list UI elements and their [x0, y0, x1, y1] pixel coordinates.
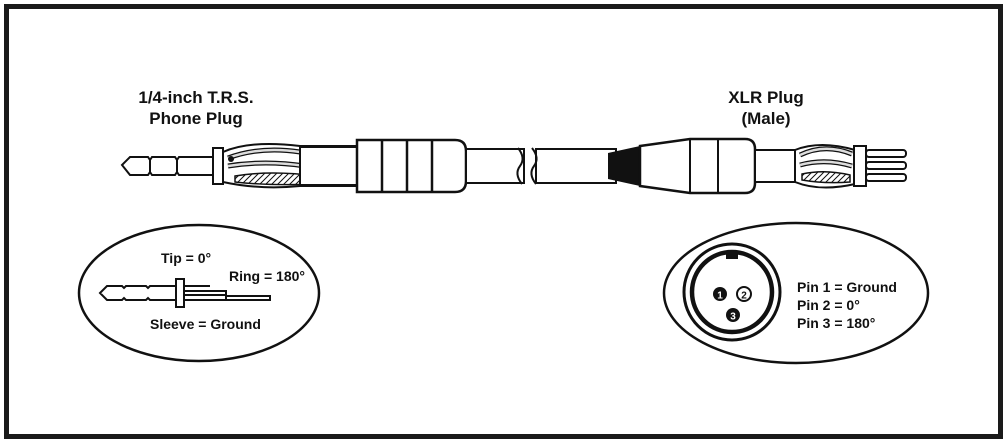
xlr-plug-wires: [794, 144, 856, 189]
xlr-pin-3-number: 3: [730, 312, 736, 323]
trs-tip-label: Tip = 0°: [161, 250, 211, 266]
cable-segment-left: [299, 146, 366, 186]
trs-detail-plug-icon: [98, 278, 271, 308]
cable: [120, 137, 907, 195]
trs-detail-callout: Tip = 0° Ring = 180° Sleeve = Ground: [77, 223, 321, 363]
xlr-pin3-label: Pin 3 = 180°: [797, 315, 875, 331]
xlr-plug-pins: [853, 145, 907, 187]
xlr-face-key: [726, 252, 738, 259]
xlr-pin-1-number: 1: [717, 291, 723, 302]
diagram-frame: [4, 4, 1003, 439]
cable-middle: [465, 140, 617, 192]
trs-plug-shaft: [120, 156, 216, 176]
xlr-pin-2-number: 2: [741, 291, 747, 302]
cable-segment-right: [754, 149, 801, 183]
xlr-pin-1: 1: [713, 287, 727, 302]
trs-ring-label: Ring = 180°: [229, 268, 305, 284]
trs-plug-title-line2: Phone Plug: [149, 109, 243, 128]
xlr-pin-3: 3: [726, 308, 740, 323]
xlr-pin-2: 2: [736, 286, 752, 302]
trs-sleeve-label: Sleeve = Ground: [150, 316, 261, 332]
trs-plug-title-line1: 1/4-inch T.R.S.: [138, 88, 253, 107]
xlr-plug-body: [608, 137, 757, 195]
xlr-detail-callout: 1 2 3 Pin 1 = Ground Pin 2 = 0° Pin 3 = …: [662, 221, 930, 365]
xlr-pin1-label: Pin 1 = Ground: [797, 279, 897, 295]
xlr-plug-title-line1: XLR Plug: [728, 88, 804, 107]
xlr-plug-title-line2: (Male): [741, 109, 790, 128]
trs-plug-shell-stub: [212, 147, 224, 185]
trs-strain-relief: [355, 138, 468, 194]
xlr-pin2-label: Pin 2 = 0°: [797, 297, 860, 313]
